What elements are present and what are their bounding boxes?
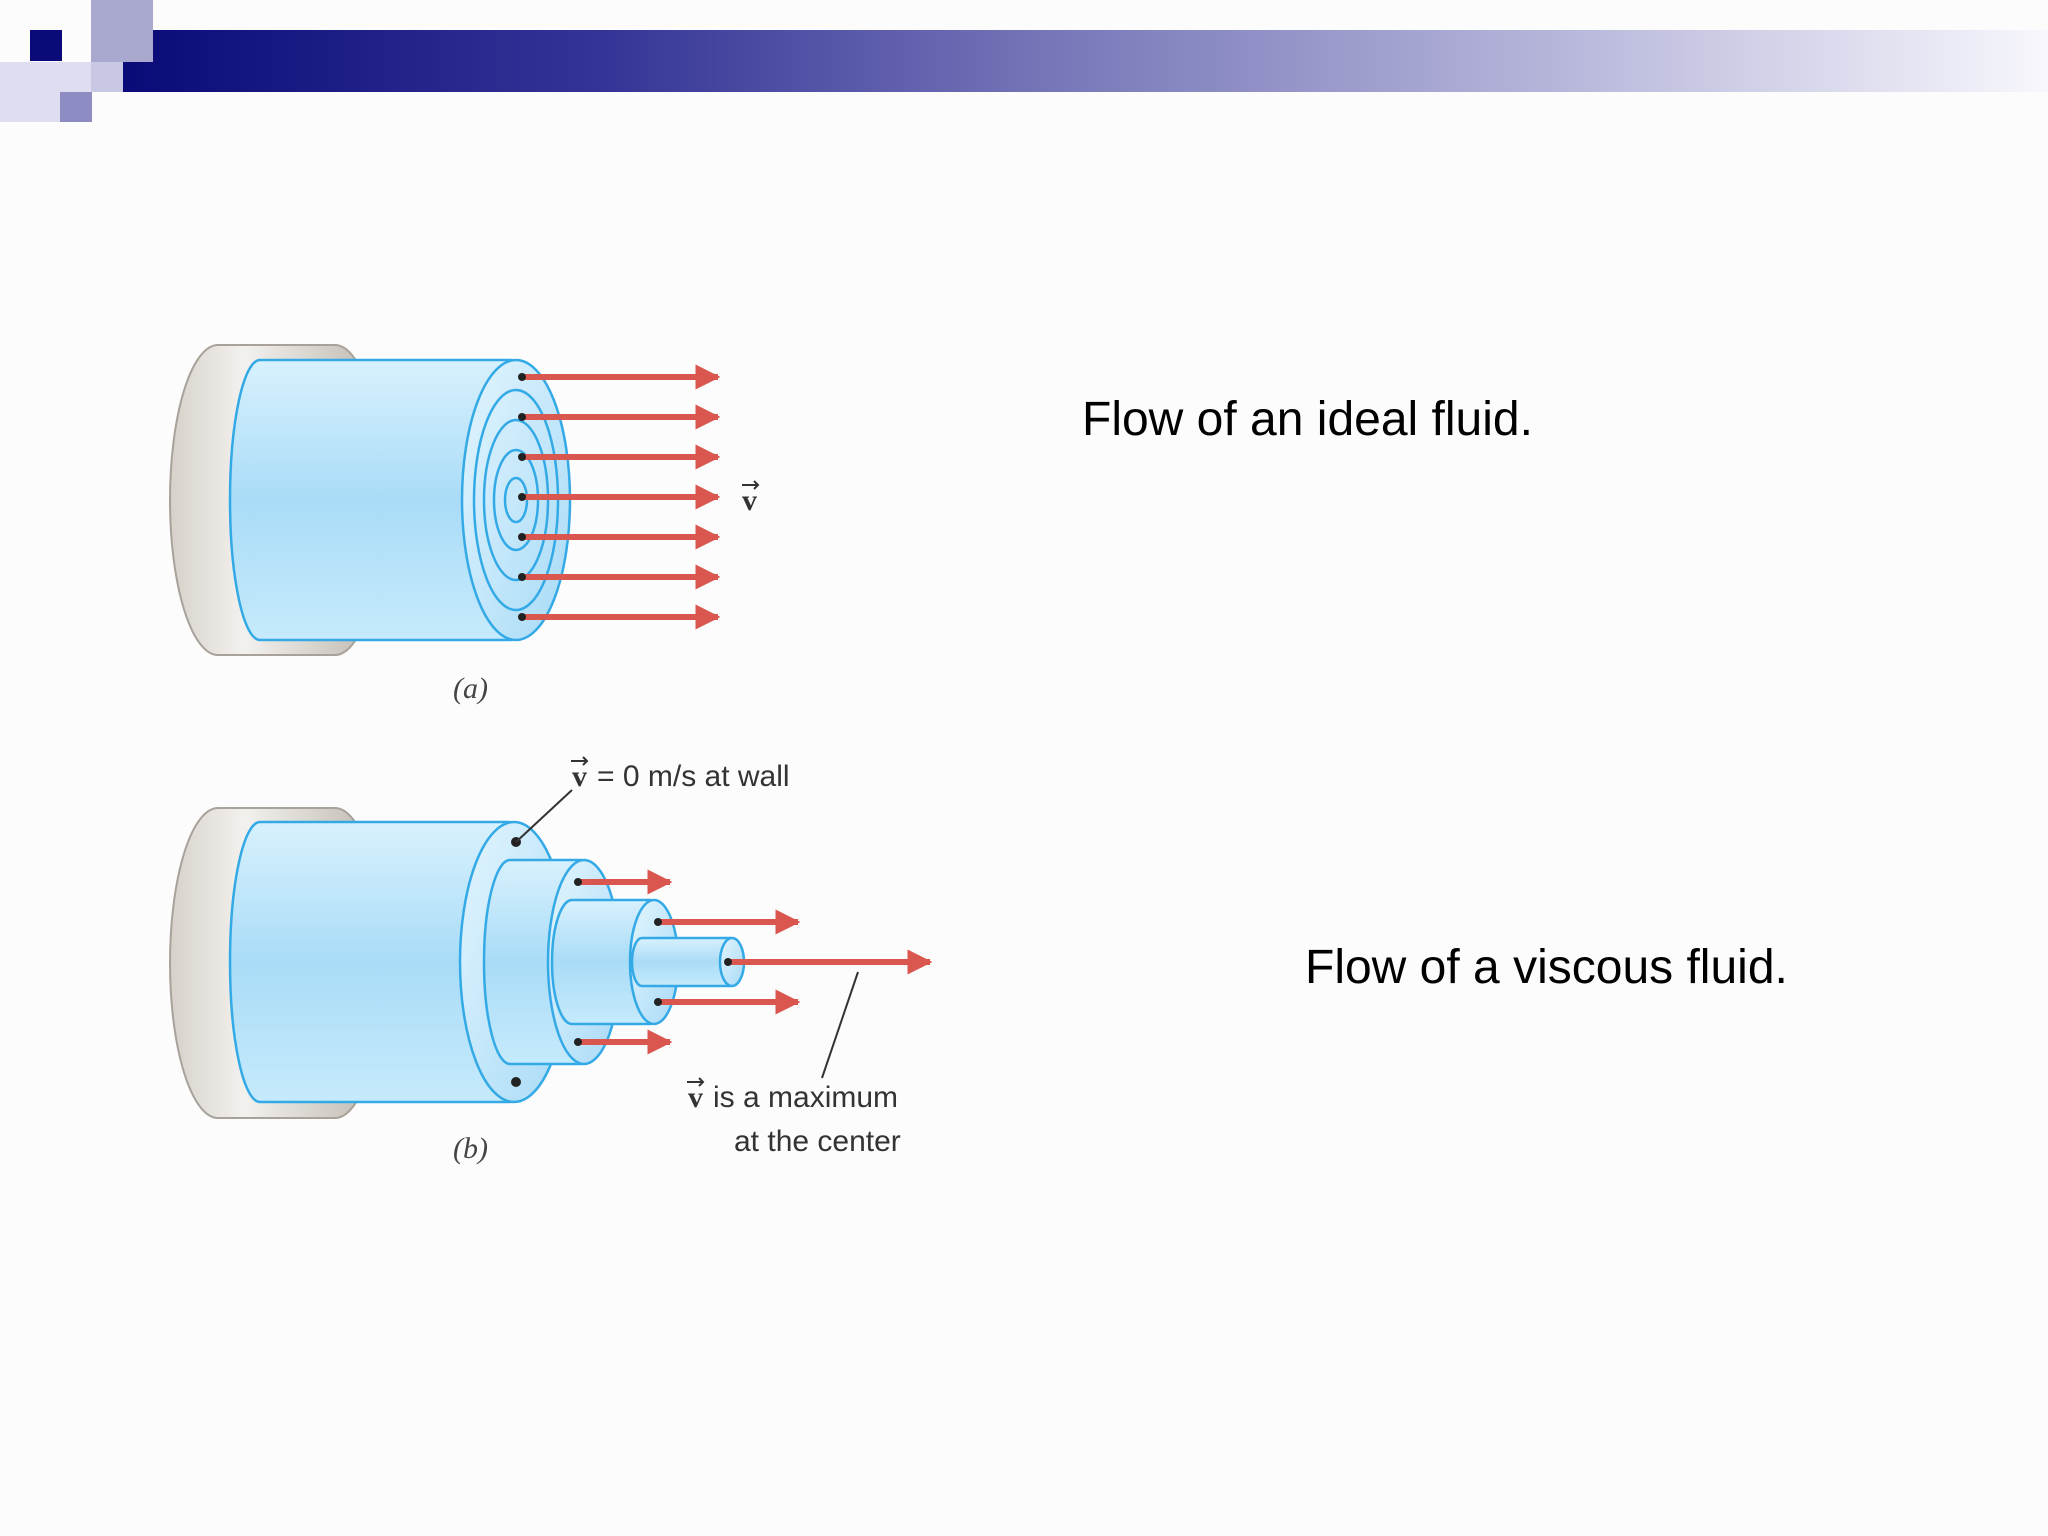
vector-arrow-icon (687, 1077, 705, 1087)
velocity-vector-label-a: v (742, 484, 757, 517)
panel-b-label: (b) (453, 1132, 488, 1165)
vector-arrow-icon (571, 756, 589, 766)
decor-square (60, 92, 92, 122)
title-bar-gradient (122, 30, 2048, 92)
decor-square (30, 30, 62, 61)
wall-vector-symbol: v (572, 760, 587, 793)
panel-b-viscous-flow: v = 0 m/s at wall v is a maximum at the … (169, 756, 933, 1165)
decor-square (91, 62, 123, 92)
panel-a-label: (a) (453, 672, 488, 705)
velocity-arrows-b (511, 837, 933, 1087)
wall-point (511, 1077, 521, 1087)
panel-a-ideal-flow: v (a) (169, 344, 760, 705)
center-velocity-annotation-line1: is a maximum (713, 1081, 898, 1114)
ideal-fluid-caption: Flow of an ideal fluid. (1082, 393, 1533, 446)
center-vector-symbol: v (688, 1081, 703, 1114)
wall-leader-line (515, 789, 573, 843)
viscous-fluid-caption: Flow of a viscous fluid. (1305, 941, 1788, 994)
wall-velocity-annotation: = 0 m/s at wall (597, 760, 790, 793)
center-velocity-annotation-line2: at the center (734, 1125, 901, 1158)
center-leader-line (821, 971, 859, 1079)
decor-square (91, 0, 153, 62)
vector-arrow-icon (742, 480, 760, 490)
fluid-flow-figure: v (a) (110, 320, 960, 1180)
velocity-arrows-a (518, 364, 721, 630)
